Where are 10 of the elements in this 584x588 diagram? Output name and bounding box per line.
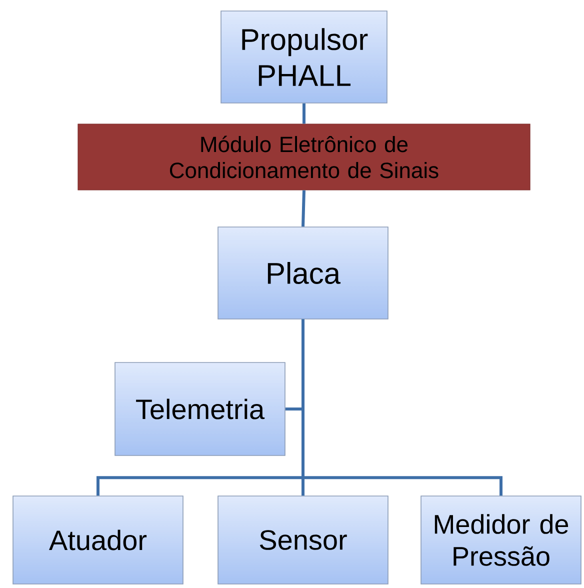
process-box: Medidor de Pressão xyxy=(420,496,582,584)
process-box: Telemetria xyxy=(114,362,286,456)
process-box: Placa xyxy=(218,226,388,320)
connector-line xyxy=(302,103,306,124)
process-box: Propulsor PHALL xyxy=(220,10,388,104)
connector-line xyxy=(302,319,502,496)
process-box: Atuador xyxy=(12,496,184,584)
connector-line xyxy=(302,190,306,227)
process-box: Sensor xyxy=(218,496,388,584)
module-band: Módulo Eletrônico de Condicionamento de Sinais xyxy=(78,124,530,190)
